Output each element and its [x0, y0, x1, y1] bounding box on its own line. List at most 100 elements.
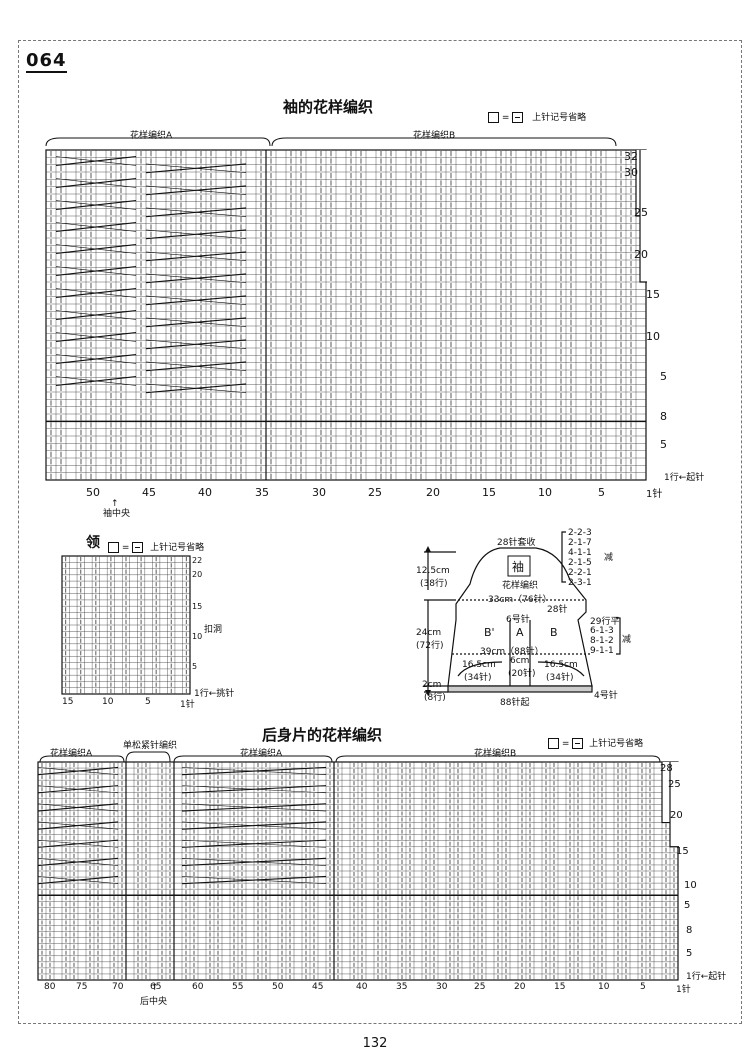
diagram-bind-off: 28针套收 [497, 538, 536, 548]
sleeve-legend: = 上针记号省略 [488, 110, 586, 123]
page-border [18, 40, 742, 1024]
row-number: 32 [624, 150, 638, 163]
sleeve-section-b: 花样编织B [413, 131, 456, 141]
stitch-number: 55 [232, 982, 244, 992]
row-number: 15 [646, 288, 660, 301]
purl-symbol-icon [512, 112, 524, 123]
decrease-step: 2-1-7 [568, 538, 592, 548]
decrease-step: 2-2-3 [568, 528, 592, 538]
stitch-number: 25 [474, 982, 486, 992]
sleeve-section-a: 花样编织A [130, 131, 173, 141]
row-number: 5 [684, 900, 691, 911]
page-label: 064 [26, 50, 67, 73]
stitch-number: 15 [482, 486, 496, 499]
diagram-dec-top-label: 减 [604, 553, 614, 563]
sleeve-center-label: 袖中央 [103, 509, 131, 519]
decrease-step: 2-3-1 [568, 578, 592, 588]
diagram-cap-rows: (38行) [420, 579, 448, 589]
blank-symbol-icon [108, 542, 119, 553]
diagram-needle-6: 6号针 [506, 615, 530, 625]
back-chart-title: 后身片的花样编织 [262, 726, 383, 744]
diagram-sleeve-char: 袖 [512, 560, 525, 574]
diagram-dec-28: 28针 [547, 605, 568, 615]
row-number: 20 [670, 810, 683, 821]
stitch-number: 60 [192, 982, 204, 992]
row-number: 22 [192, 556, 203, 565]
row-number: 5 [192, 662, 198, 671]
row-number: 20 [192, 570, 203, 579]
stitch-number: 35 [396, 982, 408, 992]
diagram-width-16a: 16.5cm [462, 660, 496, 670]
back-row-start: 1行←起针 [686, 972, 727, 982]
back-legend: = 上针记号省略 [548, 736, 643, 749]
diagram-label-a: A [516, 626, 524, 639]
decrease-step: 8-1-2 [590, 636, 614, 646]
row-number: 10 [646, 330, 660, 343]
arrow-up-icon: ↑ [111, 499, 119, 509]
row-number: 25 [668, 779, 681, 790]
diagram-cast-on: 88针起 [500, 698, 530, 708]
row-number: 10 [684, 880, 697, 891]
sleeve-row-start: 1行←起针 [664, 473, 705, 483]
decrease-step: 9-1-1 [590, 646, 614, 656]
diagram-dec-bottom-label: 减 [622, 635, 632, 645]
diagram-body-height: 24cm [416, 628, 442, 638]
sleeve-stitch-end: 1针 [646, 489, 663, 500]
stitch-number: 15 [554, 982, 566, 992]
stitch-number: 20 [426, 486, 440, 499]
decrease-step: 2-2-1 [568, 568, 592, 578]
collar-legend: = 上针记号省略 [108, 540, 204, 553]
back-section-a2: 花样编织A [240, 749, 283, 759]
diagram-width-33: 33cm（76针） [488, 595, 552, 605]
diagram-rib-rows: (8行) [424, 693, 446, 703]
purl-symbol-icon [132, 542, 144, 553]
stitch-number: 65 [150, 982, 162, 992]
row-number: 15 [192, 602, 203, 611]
stitch-number: 50 [272, 982, 284, 992]
decrease-step: 2-1-5 [568, 558, 592, 568]
stitch-number: 10 [102, 697, 114, 707]
stitch-number: 25 [368, 486, 382, 499]
row-number: 20 [634, 248, 648, 261]
collar-stitch-end: 1针 [180, 700, 195, 710]
row-number: 10 [192, 632, 203, 641]
diagram-rows-29: 29行平 [590, 617, 620, 627]
blank-symbol-icon [488, 112, 499, 123]
back-section-a1: 花样编织A [50, 749, 93, 759]
stitch-number: 75 [76, 982, 88, 992]
diagram-width-16b: 16.5cm [544, 660, 578, 670]
row-number: 5 [660, 438, 667, 451]
stitch-number: 10 [538, 486, 552, 499]
diagram-rib-height: 2cm [422, 680, 442, 690]
stitch-number: 30 [312, 486, 326, 499]
row-number: 5 [660, 370, 667, 383]
decrease-step: 4-1-1 [568, 548, 592, 558]
diagram-width-39: 39cm（88针） [480, 647, 544, 657]
stitch-number: 5 [640, 982, 646, 992]
stitch-number: 80 [44, 982, 56, 992]
stitch-number: 50 [86, 486, 100, 499]
arrow-up-icon: ↑ [151, 983, 159, 993]
collar-buttonhole-label: 扣洞 [204, 625, 223, 635]
stitch-number: 10 [598, 982, 610, 992]
collar-row-start: 1行←挑针 [194, 689, 235, 699]
collar-chart-grid [61, 555, 191, 695]
diagram-body-rows: (72行) [416, 641, 444, 651]
stitch-number: 5 [598, 486, 605, 499]
stitch-number: 35 [255, 486, 269, 499]
diagram-cap-height: 12.5cm [416, 566, 450, 576]
row-number: 28 [660, 763, 673, 774]
diagram-needle-4: 4号针 [594, 691, 618, 701]
sleeve-chart-grid [45, 149, 648, 481]
stitch-number: 45 [142, 486, 156, 499]
sleeve-chart-title: 袖的花样编织 [283, 98, 374, 116]
stitch-number: 30 [436, 982, 448, 992]
diagram-label-b: B [550, 626, 558, 639]
purl-symbol-icon [572, 738, 584, 749]
row-number: 25 [634, 206, 648, 219]
collar-chart-title: 领 [86, 535, 100, 551]
row-number: 8 [686, 925, 693, 936]
